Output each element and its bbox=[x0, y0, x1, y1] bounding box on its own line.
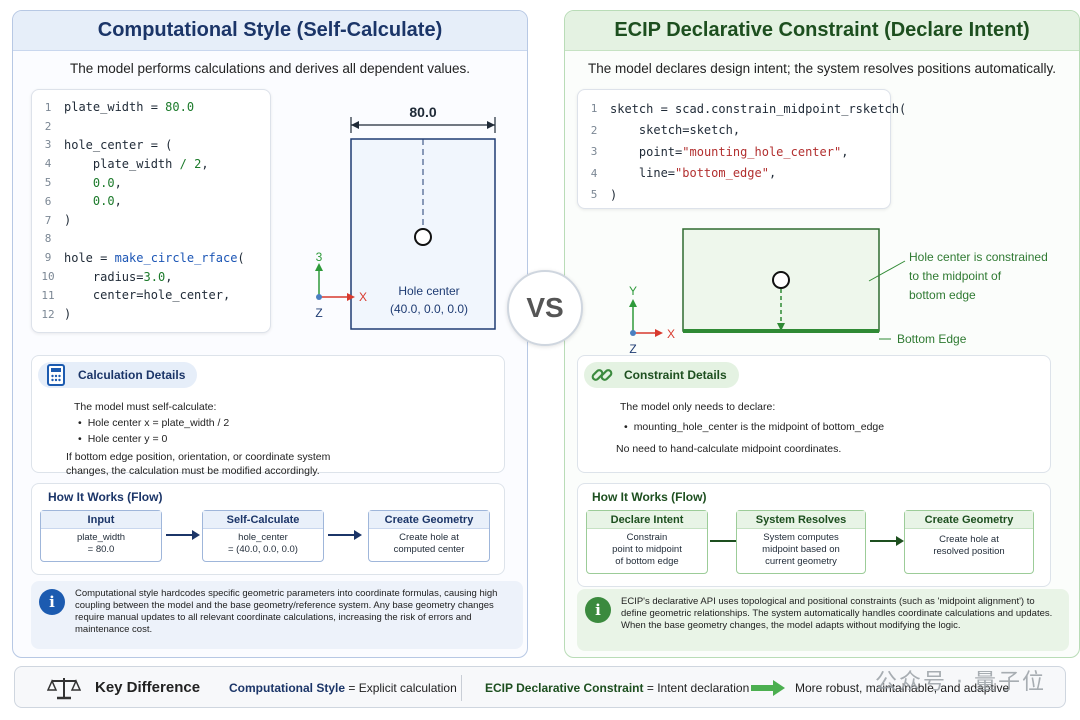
calculation-footer-2: changes, the calculation must be modifie… bbox=[66, 465, 320, 477]
calculation-bullet-x: Hole center x = plate_width / 2 bbox=[78, 416, 230, 431]
hole-circle bbox=[414, 228, 432, 246]
computational-title: Computational Style (Self-Calculate) bbox=[13, 11, 527, 51]
info-icon: i bbox=[39, 589, 65, 615]
key-difference-left: Computational Style = Explicit calculati… bbox=[229, 681, 457, 695]
flow-step-create-geometry: Create Geometry Create hole at computed … bbox=[368, 510, 490, 562]
calculation-details-header: Calculation Details bbox=[38, 362, 198, 388]
constraint-footer: No need to hand-calculate midpoint coord… bbox=[616, 443, 842, 455]
annotation-leader bbox=[868, 260, 906, 282]
link-icon bbox=[591, 369, 613, 381]
computational-panel: Computational Style (Self-Calculate) The… bbox=[12, 10, 528, 658]
flow-step-create-geometry-right: Create Geometry Create hole at resolved … bbox=[904, 510, 1034, 574]
key-difference-bar: Key Difference Computational Style = Exp… bbox=[14, 666, 1066, 708]
declarative-note: i ECIP's declarative API uses topologica… bbox=[577, 589, 1069, 651]
declarative-subtitle: The model declares design intent; the sy… bbox=[588, 61, 1056, 76]
key-difference-right: ECIP Declarative Constraint = Intent dec… bbox=[485, 681, 750, 695]
computational-flow-title: How It Works (Flow) bbox=[48, 490, 163, 504]
axis-x-label: X bbox=[359, 290, 367, 304]
key-difference-divider bbox=[461, 675, 462, 701]
balance-scale-icon bbox=[47, 678, 81, 700]
flow-step-system-resolves: System Resolves System computes midpoint… bbox=[736, 510, 866, 574]
computational-subtitle: The model performs calculations and deri… bbox=[70, 61, 470, 76]
axis-y-label: Y bbox=[629, 284, 637, 298]
result-arrow-icon bbox=[751, 680, 785, 696]
calculation-details-card: Calculation Details The model must self-… bbox=[31, 355, 505, 477]
axis-z-label: Z bbox=[315, 306, 322, 320]
computational-note-text: Computational style hardcodes specific g… bbox=[75, 588, 498, 635]
key-difference-title: Key Difference bbox=[95, 679, 201, 696]
axis-z-label-right: Z bbox=[629, 342, 636, 356]
constraint-bullet-midpoint: mounting_hole_center is the midpoint of … bbox=[624, 420, 884, 435]
hole-center-coords: (40.0, 0.0, 0.0) bbox=[390, 302, 468, 316]
watermark: 公众号 · 量子位 bbox=[875, 670, 1046, 695]
computational-flow-card: How It Works (Flow) Input plate_width = … bbox=[31, 483, 505, 575]
calculation-bullet-y: Hole center y = 0 bbox=[78, 432, 168, 447]
declarative-hole-circle bbox=[772, 271, 790, 289]
calculation-footer-1: If bottom edge position, orientation, or… bbox=[66, 451, 331, 463]
constraint-annotation-3: bottom edge bbox=[909, 288, 976, 302]
axis-x-label-right: X bbox=[667, 327, 675, 341]
flow-step-input: Input plate_width = 80.0 bbox=[40, 510, 162, 562]
flow-step-self-calculate: Self-Calculate hole_center = (40.0, 0.0,… bbox=[202, 510, 324, 562]
declarative-panel: ECIP Declarative Constraint (Declare Int… bbox=[564, 10, 1080, 658]
key-difference-result: More robust, maintainable, and adaptive bbox=[795, 681, 1010, 695]
constraint-details-header: Constraint Details bbox=[584, 362, 739, 388]
declarative-flow-card: How It Works (Flow) Declare Intent Const… bbox=[577, 483, 1051, 587]
constraint-details-intro: The model only needs to declare: bbox=[620, 401, 776, 413]
info-icon-right: i bbox=[585, 597, 611, 623]
axis-up-label: 3 bbox=[316, 250, 323, 264]
declarative-note-text: ECIP's declarative API uses topological … bbox=[621, 596, 1053, 631]
declarative-flow-title: How It Works (Flow) bbox=[592, 490, 707, 504]
hole-center-label: Hole center bbox=[398, 284, 459, 298]
calculator-icon bbox=[47, 364, 65, 386]
calculation-details-intro: The model must self-calculate: bbox=[74, 401, 217, 413]
flow-arrow-1 bbox=[166, 530, 200, 540]
vs-badge: VS bbox=[507, 270, 583, 346]
constraint-annotation-1: Hole center is constrained bbox=[909, 250, 1048, 264]
declarative-plate-diagram: Hole center is constrained to the midpoi… bbox=[629, 228, 1048, 356]
flow-arrow-2 bbox=[328, 530, 362, 540]
bottom-edge-label: Bottom Edge bbox=[897, 332, 967, 346]
constraint-details-card: Constraint Details The model only needs … bbox=[577, 355, 1051, 473]
dimension-label: 80.0 bbox=[409, 104, 436, 120]
computational-plate-diagram: 80.0 Hole center (40.0, 0.0, 0.0) 3 X Z bbox=[315, 104, 496, 330]
flow-arrow-4 bbox=[870, 536, 904, 546]
computational-note: i Computational style hardcodes specific… bbox=[31, 581, 523, 649]
flow-step-declare-intent: Declare Intent Constrain point to midpoi… bbox=[586, 510, 708, 574]
declarative-title: ECIP Declarative Constraint (Declare Int… bbox=[565, 11, 1079, 51]
constraint-annotation-2: to the midpoint of bbox=[909, 269, 1002, 283]
